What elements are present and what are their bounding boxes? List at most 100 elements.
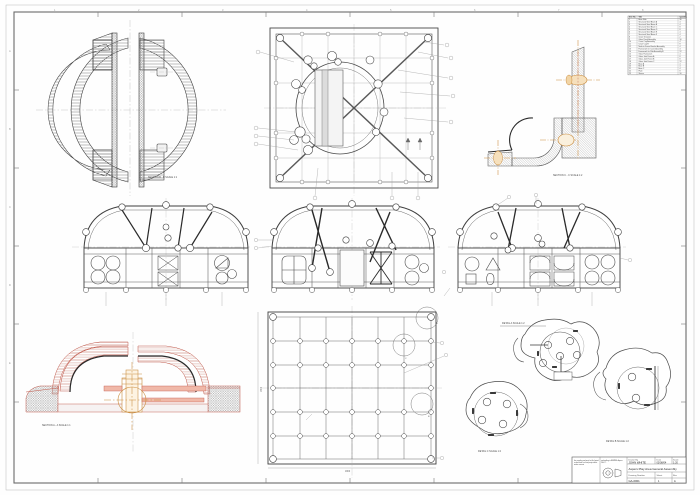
- svg-text:4: 4: [680, 41, 681, 43]
- svg-text:4: 4: [680, 31, 681, 33]
- svg-text:19: 19: [629, 63, 631, 65]
- view-base-grid-plan: A C B 1800 1800: [257, 306, 448, 478]
- svg-text:Structural Steel Beam F: Structural Steel Beam F: [639, 33, 658, 36]
- svg-text:8: 8: [642, 8, 644, 12]
- drawn-by-value: JOHN WHITE: [629, 460, 647, 464]
- svg-text:Cover Cap Assembly: Cover Cap Assembly: [639, 40, 655, 43]
- svg-text:Framework for Slab Assembly B: Framework for Slab Assembly B: [639, 50, 665, 53]
- sheet-value: 1: [658, 480, 660, 483]
- svg-text:Structural Steel Beam E: Structural Steel Beam E: [639, 30, 659, 33]
- svg-text:7: 7: [629, 34, 630, 36]
- revision-value: A: [674, 480, 676, 483]
- svg-text:Structural Steel Beam D: Structural Steel Beam D: [639, 28, 659, 31]
- svg-text:Glass Joint Frame C: Glass Joint Frame C: [639, 60, 656, 63]
- scale-label: Scale: [673, 460, 679, 462]
- detail-c-label: DETAIL C SCALE 1:2: [478, 450, 502, 453]
- svg-text:4: 4: [680, 66, 681, 68]
- svg-text:8: 8: [680, 27, 681, 29]
- svg-text:7: 7: [558, 8, 560, 12]
- view-top-plan-frame: [253, 24, 456, 201]
- svg-text:C: C: [9, 205, 11, 209]
- detail-callout-b-label: B: [428, 416, 430, 418]
- svg-text:Plate: Plate: [639, 70, 643, 73]
- svg-text:3: 3: [222, 8, 224, 12]
- title-block: © Drawing remains the property of the co…: [571, 456, 687, 484]
- drawn-by-label: Drawn By: [629, 459, 639, 462]
- svg-text:Glass Joint Frame B: Glass Joint Frame B: [639, 57, 656, 60]
- svg-text:8: 8: [629, 36, 630, 38]
- svg-text:Base Slab: Base Slab: [639, 19, 647, 21]
- view-section-cc: SECTION C - C SCALE 1:2: [484, 40, 600, 177]
- svg-text:8: 8: [680, 56, 681, 58]
- svg-text:8: 8: [680, 71, 681, 73]
- svg-text:18: 18: [629, 61, 631, 63]
- svg-text:D: D: [9, 283, 11, 287]
- drawing-number-value: GA-0001: [629, 479, 641, 483]
- svg-text:Base C: Base C: [639, 68, 645, 70]
- svg-text:Chain Tensioner: Chain Tensioner: [639, 35, 652, 38]
- svg-text:Sleeve: Sleeve: [639, 73, 644, 75]
- detail-b-label: DETAIL B SCALE 1:2: [606, 440, 630, 443]
- svg-text:Node to Frame Bracket Assembly: Node to Frame Bracket Assembly: [639, 45, 665, 48]
- detail-callout-a: [415, 306, 439, 330]
- svg-text:Base A: Base A: [639, 62, 645, 65]
- svg-text:22: 22: [629, 71, 631, 73]
- svg-text:8: 8: [680, 29, 681, 31]
- svg-text:5: 5: [390, 8, 392, 12]
- view-detail-c: DETAIL C SCALE 1:2: [465, 381, 529, 453]
- svg-text:15: 15: [629, 53, 631, 55]
- svg-text:Glass Joint Frame A: Glass Joint Frame A: [639, 55, 656, 58]
- svg-text:4: 4: [680, 49, 681, 51]
- svg-text:Framework for Cover Assembly: Framework for Cover Assembly: [639, 48, 664, 51]
- svg-text:9: 9: [629, 39, 630, 41]
- svg-text:4: 4: [680, 34, 681, 36]
- svg-text:2: 2: [680, 36, 681, 38]
- svg-text:23: 23: [629, 73, 631, 75]
- section-aa-label: SECTION A - A SCALE 1:1: [42, 424, 71, 427]
- detail-callout-a-label: A: [436, 322, 438, 325]
- svg-text:11: 11: [629, 44, 631, 46]
- sheet-label: Sheet: [657, 474, 663, 477]
- svg-text:B: B: [9, 127, 11, 131]
- date-value: 03/08/04: [657, 461, 667, 464]
- drawing-number-label: Drawing Number: [629, 474, 646, 477]
- detail-a-label: DETAIL A SCALE 1:2: [502, 322, 525, 325]
- svg-text:Structural Steel Beam B: Structural Steel Beam B: [639, 23, 659, 26]
- svg-text:4: 4: [680, 46, 681, 48]
- svg-text:4: 4: [680, 53, 681, 55]
- view-elevation-right: [443, 193, 632, 306]
- svg-text:4: 4: [680, 24, 681, 26]
- svg-text:Glass Framework: Glass Framework: [639, 52, 653, 55]
- svg-text:Item No.: Item No.: [629, 16, 636, 19]
- svg-text:17: 17: [629, 58, 631, 60]
- svg-text:36: 36: [680, 19, 682, 21]
- svg-text:21: 21: [629, 68, 631, 70]
- svg-text:12: 12: [629, 46, 631, 48]
- svg-text:3: 3: [629, 24, 630, 26]
- plan-width-dim: 1800: [345, 471, 351, 473]
- svg-text:Quantity: Quantity: [680, 16, 687, 19]
- svg-text:20: 20: [629, 66, 631, 68]
- svg-text:8: 8: [680, 58, 681, 60]
- svg-text:4: 4: [680, 68, 681, 70]
- svg-text:12: 12: [680, 51, 682, 53]
- revision-label: Rev: [673, 475, 678, 477]
- detail-callout-b: [410, 392, 434, 416]
- svg-text:Structural Steel Beam C: Structural Steel Beam C: [639, 26, 659, 29]
- svg-text:4: 4: [629, 27, 630, 29]
- svg-text:Cover Cap B: Cover Cap B: [639, 43, 650, 46]
- detail-callout-c-label: C: [405, 358, 407, 360]
- svg-text:4: 4: [306, 8, 308, 12]
- svg-text:A: A: [9, 49, 11, 53]
- view-elevation-center: [254, 198, 446, 300]
- view-detail-a: DETAIL A SCALE 1:2: [500, 318, 600, 381]
- svg-text:13: 13: [629, 49, 631, 51]
- view-section-bb: SECTION B - B SCALE 1:1: [36, 20, 226, 196]
- scale-value: 1:20: [673, 461, 678, 464]
- svg-text:12: 12: [680, 61, 682, 63]
- projection-symbol-icon: [602, 467, 622, 479]
- drawing-title: Aspers Play Area General Assembly: [629, 467, 678, 471]
